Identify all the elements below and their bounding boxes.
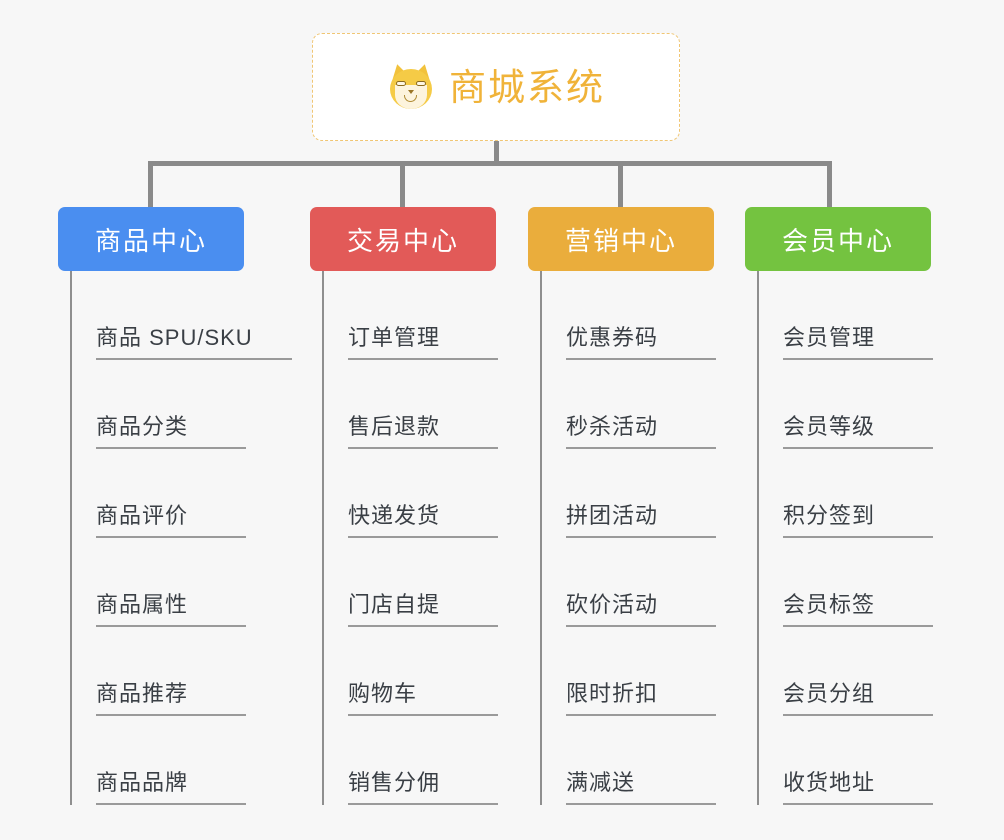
item-label: 商品推荐 [96, 676, 246, 716]
item-label: 销售分佣 [348, 765, 498, 805]
item-label: 拼团活动 [566, 498, 716, 538]
list-item[interactable]: 砍价活动 [542, 538, 716, 627]
connector-drop-1 [148, 161, 153, 207]
item-label: 会员标签 [783, 587, 933, 627]
connector-drop-3 [618, 161, 623, 207]
list-item[interactable]: 限时折扣 [542, 627, 716, 716]
item-label: 秒杀活动 [566, 409, 716, 449]
list-item[interactable]: 商品分类 [72, 360, 246, 449]
item-label: 订单管理 [348, 320, 498, 360]
item-label: 会员等级 [783, 409, 933, 449]
item-label: 优惠券码 [566, 320, 716, 360]
list-item[interactable]: 会员标签 [759, 538, 933, 627]
list-item[interactable]: 满减送 [542, 716, 716, 805]
category-header-member-center[interactable]: 会员中心 [745, 207, 931, 271]
item-label: 限时折扣 [566, 676, 716, 716]
list-item[interactable]: 会员等级 [759, 360, 933, 449]
category-label: 营销中心 [564, 225, 677, 256]
list-item[interactable]: 商品推荐 [72, 627, 246, 716]
item-label: 会员管理 [783, 320, 933, 360]
list-item[interactable]: 售后退款 [324, 360, 498, 449]
category-label: 商品中心 [94, 225, 207, 256]
list-item[interactable]: 拼团活动 [542, 449, 716, 538]
connector-drop-4 [827, 161, 832, 207]
item-label: 积分签到 [783, 498, 933, 538]
list-item[interactable]: 门店自提 [324, 538, 498, 627]
item-label: 收货地址 [783, 765, 933, 805]
list-item[interactable]: 商品属性 [72, 538, 246, 627]
item-label: 商品属性 [96, 587, 246, 627]
list-item[interactable]: 积分签到 [759, 449, 933, 538]
list-item[interactable]: 会员管理 [759, 271, 933, 360]
category-label: 会员中心 [781, 225, 894, 256]
list-item[interactable]: 购物车 [324, 627, 498, 716]
item-label: 砍价活动 [566, 587, 716, 627]
item-label: 门店自提 [348, 587, 498, 627]
list-item[interactable]: 快递发货 [324, 449, 498, 538]
connector-horizontal-bus [148, 161, 832, 166]
item-label: 商品评价 [96, 498, 246, 538]
shiba-inu-dog-icon [387, 62, 435, 111]
item-list-product-center: 商品 SPU/SKU 商品分类 商品评价 商品属性 商品推荐 商品品牌 [70, 271, 292, 805]
list-item[interactable]: 优惠券码 [542, 271, 716, 360]
item-list-member-center: 会员管理 会员等级 积分签到 会员标签 会员分组 收货地址 [757, 271, 933, 805]
list-item[interactable]: 商品评价 [72, 449, 246, 538]
list-item[interactable]: 商品 SPU/SKU [72, 271, 292, 360]
list-item[interactable]: 会员分组 [759, 627, 933, 716]
item-label: 购物车 [348, 676, 498, 716]
list-item[interactable]: 销售分佣 [324, 716, 498, 805]
item-label: 商品分类 [96, 409, 246, 449]
item-label: 会员分组 [783, 676, 933, 716]
item-label: 满减送 [566, 765, 716, 805]
list-item[interactable]: 收货地址 [759, 716, 933, 805]
branch-column-marketing-center: 营销中心 优惠券码 秒杀活动 拼团活动 砍价活动 限时折扣 满减送 [528, 207, 716, 805]
item-list-trade-center: 订单管理 售后退款 快递发货 门店自提 购物车 销售分佣 [322, 271, 498, 805]
list-item[interactable]: 商品品牌 [72, 716, 246, 805]
branch-column-trade-center: 交易中心 订单管理 售后退款 快递发货 门店自提 购物车 销售分佣 [310, 207, 498, 805]
list-item[interactable]: 订单管理 [324, 271, 498, 360]
category-header-product-center[interactable]: 商品中心 [58, 207, 244, 271]
item-label: 商品 SPU/SKU [96, 320, 292, 360]
item-label: 快递发货 [348, 498, 498, 538]
branch-column-member-center: 会员中心 会员管理 会员等级 积分签到 会员标签 会员分组 收货地址 [745, 207, 933, 805]
category-label: 交易中心 [346, 225, 459, 256]
category-header-marketing-center[interactable]: 营销中心 [528, 207, 714, 271]
item-label: 售后退款 [348, 409, 498, 449]
root-title: 商城系统 [449, 66, 605, 108]
root-node-shop-system[interactable]: 商城系统 [312, 33, 680, 141]
branch-column-product-center: 商品中心 商品 SPU/SKU 商品分类 商品评价 商品属性 商品推荐 商品品牌 [58, 207, 292, 805]
item-label: 商品品牌 [96, 765, 246, 805]
list-item[interactable]: 秒杀活动 [542, 360, 716, 449]
connector-drop-2 [400, 161, 405, 207]
item-list-marketing-center: 优惠券码 秒杀活动 拼团活动 砍价活动 限时折扣 满减送 [540, 271, 716, 805]
category-header-trade-center[interactable]: 交易中心 [310, 207, 496, 271]
connector-root-stem [494, 141, 499, 165]
